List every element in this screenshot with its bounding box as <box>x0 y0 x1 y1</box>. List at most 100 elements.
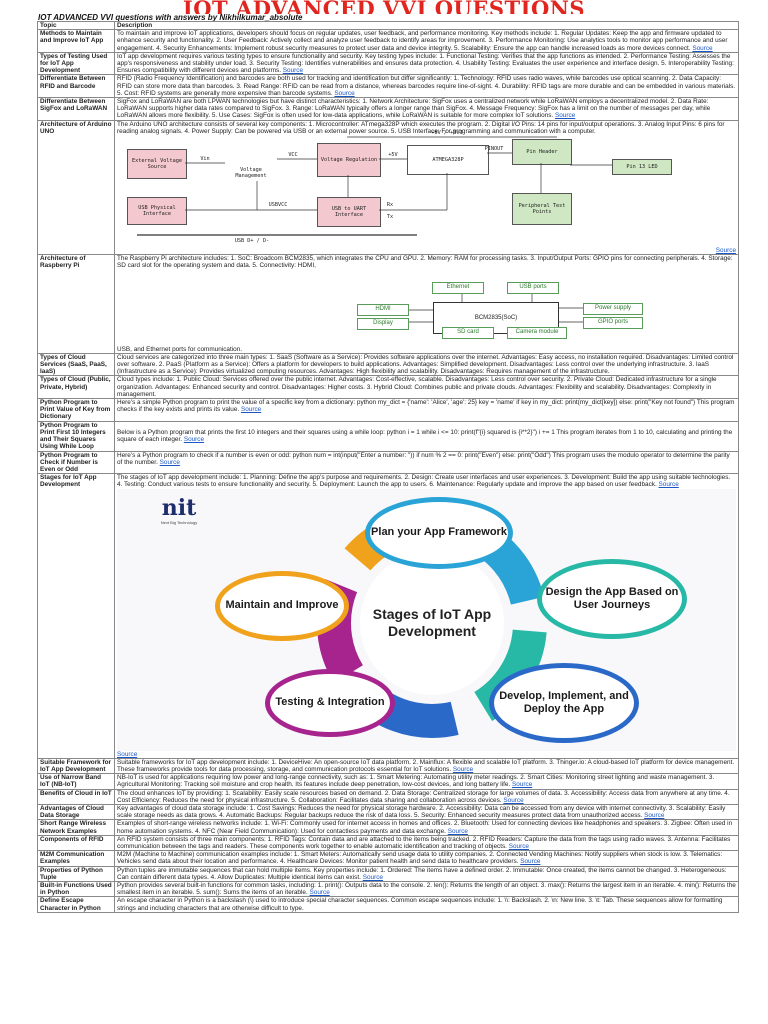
row-topic: Built-in Functions Used in Python <box>37 880 115 898</box>
row-text: Examples of short-range wireless network… <box>117 820 733 835</box>
row-description: Suitable frameworks for IoT app developm… <box>114 757 739 775</box>
row-text: The cloud enhances IoT by providing: 1. … <box>117 789 730 804</box>
row-description: Cloud types include: 1. Public Cloud: Se… <box>114 375 739 400</box>
stage-design: Design the App Based on User Journeys <box>537 558 687 639</box>
source-link[interactable]: Source <box>658 481 679 489</box>
source-link[interactable]: Source <box>503 796 524 804</box>
vcc-label: VCC <box>288 151 298 158</box>
source-link[interactable]: Source <box>520 858 541 866</box>
external-voltage-box: External Voltage Source <box>127 149 187 180</box>
row-topic: Types of Testing Used for IoT App Develo… <box>37 51 115 76</box>
row-description: SigFox and LoRaWAN are both LPWAN techno… <box>114 97 739 121</box>
usb-physical-box: USB Physical Interface <box>127 197 187 226</box>
pinout-label: PINOUT <box>484 145 504 152</box>
source-link[interactable]: Source <box>452 765 474 773</box>
header-description: Description <box>114 20 739 31</box>
row-description: Python tuples are immutable sequences th… <box>114 865 739 882</box>
row-description: Below is a Python program that prints th… <box>114 420 739 452</box>
table-row: Python Program to Print First 10 Integer… <box>37 420 739 452</box>
row-topic: Architecture of Arduino UNO <box>37 119 115 256</box>
row-text: Key advantages of cloud data storage inc… <box>117 804 726 820</box>
row-topic: Suitable Framework for IoT App Developme… <box>37 757 115 775</box>
row-text: An RFID system consists of three main co… <box>117 835 731 850</box>
rpi-extra-text: USB, and Ethernet ports for communicatio… <box>117 345 243 353</box>
row-topic: Components of RFID <box>37 834 115 852</box>
row-text: Below is a Python program that prints th… <box>117 428 733 444</box>
usb-box: USB ports <box>507 281 559 294</box>
row-description: To maintain and improve IoT applications… <box>114 29 739 53</box>
table-row: Architecture of Raspberry Pi The Raspber… <box>37 254 739 354</box>
row-description: Here's a Python program to check if a nu… <box>114 450 739 475</box>
table-row: Stages for IoT App Development The stage… <box>37 473 739 759</box>
row-description: An escape character in Python is a backs… <box>114 896 739 913</box>
table-row: Types of Testing Used for IoT App Develo… <box>37 51 739 76</box>
row-topic: Python Program to Print First 10 Integer… <box>37 420 115 452</box>
table-row: Python Program to Print Value of Key fro… <box>37 398 739 422</box>
row-text: SigFox and LoRaWAN are both LPWAN techno… <box>117 98 711 120</box>
row-topic: Advantages of Cloud Data Storage <box>37 803 115 821</box>
nbt-logo: nit Next Big Technology <box>149 497 209 526</box>
source-link[interactable]: Source <box>183 436 205 444</box>
pin13-led-box: Pin 13 LED <box>612 159 672 176</box>
source-link[interactable]: Source <box>715 247 736 255</box>
row-description: M2M (Machine to Machine) communication e… <box>114 850 739 867</box>
source-link[interactable]: Source <box>309 889 330 897</box>
source-link[interactable]: Source <box>117 750 138 758</box>
row-text: Here's a Python program to check if a nu… <box>117 451 730 466</box>
source-link[interactable]: Source <box>334 89 355 97</box>
source-link[interactable]: Source <box>692 44 713 52</box>
row-topic: Python Program to Print Value of Key fro… <box>37 398 115 422</box>
gpio-box: GPIO ports <box>583 316 643 329</box>
doc-subtitle: IOT ADVANCED VVI questions with answers … <box>38 13 303 22</box>
source-link[interactable]: Source <box>282 67 304 75</box>
row-topic: Define Escape Character in Python <box>37 896 115 913</box>
row-topic: Python Program to Check if Number is Eve… <box>37 450 115 475</box>
row-description: RFID (Radio Frequency Identification) an… <box>114 74 739 99</box>
header-topic: Topic <box>37 20 115 31</box>
row-description: Here's a simple Python program to print … <box>114 398 739 422</box>
qa-table: Topic Description Methods to Maintain an… <box>37 20 739 913</box>
source-link[interactable]: Source <box>644 812 665 820</box>
row-text: To maintain and improve IoT applications… <box>117 30 728 52</box>
row-topic: Differentiate Between SigFox and LoRaWAN <box>37 97 115 121</box>
logo-subtitle: Next Big Technology <box>160 519 198 525</box>
ethernet-box: Ethernet <box>432 281 484 294</box>
stage-develop: Develop, Implement, and Deploy the App <box>489 662 639 743</box>
source-link[interactable]: Source <box>554 112 576 120</box>
arduino-diagram: External Voltage Source Voltage Manageme… <box>117 130 736 247</box>
source-link[interactable]: Source <box>508 842 529 850</box>
tx-label: Tx <box>386 213 394 220</box>
row-topic: Benefits of Cloud in IoT <box>37 788 115 805</box>
plus5v-label: +5V <box>388 151 398 158</box>
row-description: Python provides several built-in functio… <box>114 880 739 898</box>
raspberry-pi-diagram: BCM2835(SoC) Ethernet USB ports HDMI Dis… <box>117 270 736 339</box>
row-topic: Architecture of Raspberry Pi <box>37 254 115 354</box>
source-link[interactable]: Source <box>512 781 533 789</box>
row-text: Here's a simple Python program to print … <box>117 399 735 414</box>
table-row: Types of Cloud (Public, Private, Hybrid)… <box>37 375 739 400</box>
row-text: M2M (Machine to Machine) communication e… <box>117 851 723 866</box>
row-description: An RFID system consists of three main co… <box>114 834 739 852</box>
source-link[interactable]: Source <box>447 827 468 835</box>
row-topic: Short Range Wireless Network Examples <box>37 819 115 836</box>
source-link[interactable]: Source <box>362 873 383 881</box>
row-text: The stages of IoT app development includ… <box>117 474 731 489</box>
row-text: An escape character in Python is a backs… <box>117 897 723 912</box>
table-row: Use of Narrow Band IoT (NB-IoT)NB-IoT is… <box>37 773 739 790</box>
atmega-box: ATMEGA328P <box>407 145 489 176</box>
row-description: IoT app development requires various tes… <box>114 51 739 76</box>
row-text: Python provides several built-in functio… <box>117 881 736 897</box>
doc-title: IOT ADVANCED VVI QUESTIONS <box>182 0 586 14</box>
source-link[interactable]: Source <box>240 406 262 414</box>
sd-card-box: SD card <box>442 326 494 339</box>
source-link[interactable]: Source <box>159 458 180 466</box>
